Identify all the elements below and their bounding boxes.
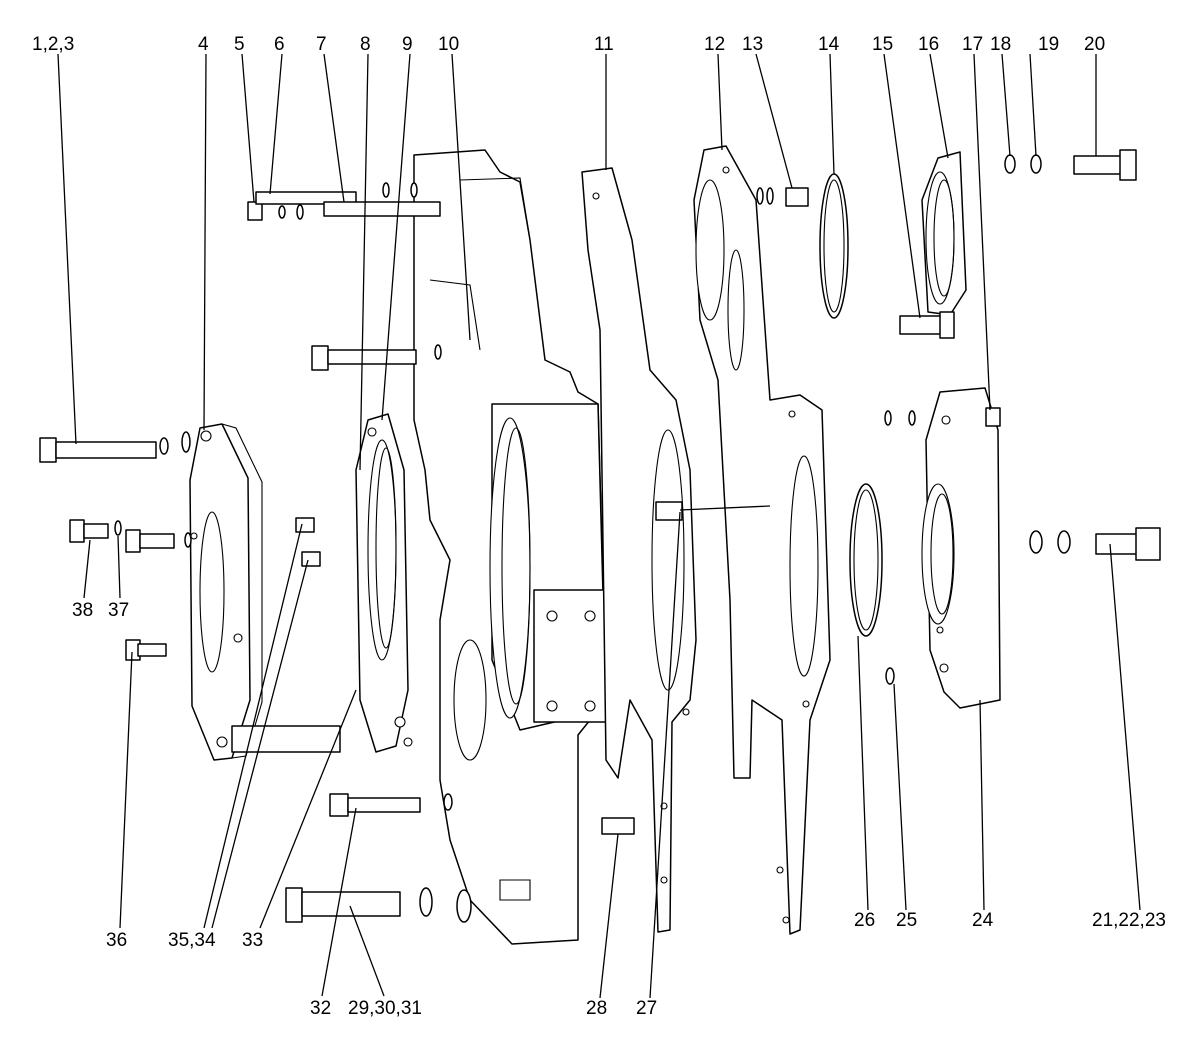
callout-16: 16 [918,34,939,55]
callout-24: 24 [972,910,994,931]
callout-28: 28 [586,998,607,1019]
callout-5: 5 [234,34,245,55]
callout-38: 38 [72,600,93,621]
part-10-housing [413,149,607,945]
callout-27: 27 [636,998,657,1019]
leader-lines [57,53,1141,999]
callout-9: 9 [402,34,413,55]
callout-25: 25 [896,910,917,931]
part-14-o-ring-inner [823,179,845,313]
callout-14: 14 [818,34,840,55]
callout-21-22-23: 21,22,23 [1092,910,1166,931]
callout-36: 36 [106,930,127,951]
part-26-o-ring [849,483,883,637]
callout-4: 4 [198,34,209,55]
callout-19: 19 [1038,34,1059,55]
callout-17: 17 [962,34,983,55]
part-9-flange [355,413,413,753]
callout-26: 26 [854,910,875,931]
callout-12: 12 [704,34,725,55]
callout-29-30-31: 29,30,31 [348,998,422,1019]
callout-32: 32 [310,998,331,1019]
part-16-seal-cover [921,151,967,316]
callout-33: 33 [242,930,263,951]
callout-10: 10 [438,34,459,55]
callout-20: 20 [1084,34,1105,55]
callout-6: 6 [274,34,285,55]
callout-11: 11 [594,34,614,55]
callout-15: 15 [872,34,893,55]
part-4-cover-plate [189,423,263,761]
fasteners [39,149,1161,923]
part-11-gasket [581,167,697,933]
callout-35-34: 35,34 [168,930,216,951]
part-26-o-ring-inner [853,489,879,631]
callout-1-2-3: 1,2,3 [32,34,74,55]
callout-37: 37 [108,600,129,621]
callout-18: 18 [990,34,1011,55]
callout-13: 13 [742,34,763,55]
part-24-rear-flange [921,387,1001,709]
callout-8: 8 [360,34,371,55]
callout-labels: 1,2,3 4 5 6 7 8 9 10 11 12 13 14 15 16 1… [32,34,1166,1019]
part-12-adapter-plate [693,145,831,935]
callout-7: 7 [316,34,327,55]
